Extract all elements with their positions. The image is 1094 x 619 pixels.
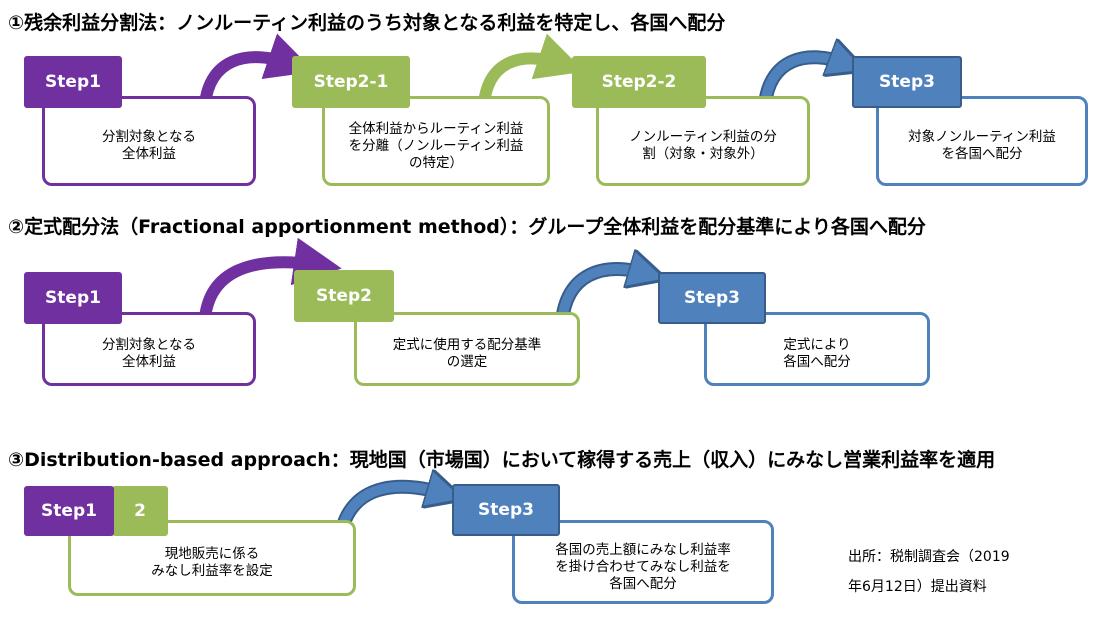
- s1-step1-box: 分割対象となる 全体利益: [42, 96, 256, 186]
- source-note: 出所：税制調査会（2019 年6月12日）提出資料: [848, 542, 1010, 602]
- s1-step3-label: Step3: [852, 56, 962, 108]
- s2-step2-box: 定式に使用する配分基準 の選定: [354, 312, 580, 386]
- s1-step2-1-box: 全体利益からルーティン利益 を分離（ノンルーティン利益 の特定）: [322, 96, 550, 186]
- s3-step2-label: 2: [112, 486, 168, 536]
- s1-step1-label: Step1: [24, 56, 122, 108]
- arrow-s2-1: [199, 237, 342, 319]
- s2-step1-label: Step1: [24, 272, 122, 324]
- arrow-s1-2: [478, 33, 585, 105]
- s1-step3-box: 対象ノンルーティン利益 を各国へ配分: [876, 96, 1088, 186]
- s1-step2-2-label: Step2-2: [572, 56, 706, 108]
- source-line2: 年6月12日）提出資料: [848, 579, 987, 595]
- s2-step2-label: Step2: [294, 270, 394, 322]
- arrow-s1-1: [199, 33, 315, 105]
- section2-heading: ②定式配分法（Fractional apportionment method）：…: [8, 216, 926, 238]
- section1-heading: ①残余利益分割法：ノンルーティン利益のうち対象となる利益を特定し、各国へ配分: [8, 12, 726, 34]
- s3-step1-label: Step1: [24, 486, 114, 536]
- s2-step1-box: 分割対象となる 全体利益: [42, 312, 256, 386]
- source-line1: 出所：税制調査会（2019: [848, 549, 1010, 565]
- s1-step2-2-box: ノンルーティン利益の分 割（対象・対象外）: [596, 96, 810, 186]
- s1-step2-1-label: Step2-1: [292, 56, 410, 108]
- s3-step3-label: Step3: [452, 484, 560, 536]
- s2-step3-label: Step3: [658, 272, 766, 324]
- s2-step3-box: 定式により 各国へ配分: [704, 312, 930, 386]
- section3-heading: ③Distribution-based approach：現地国（市場国）におい…: [8, 449, 996, 471]
